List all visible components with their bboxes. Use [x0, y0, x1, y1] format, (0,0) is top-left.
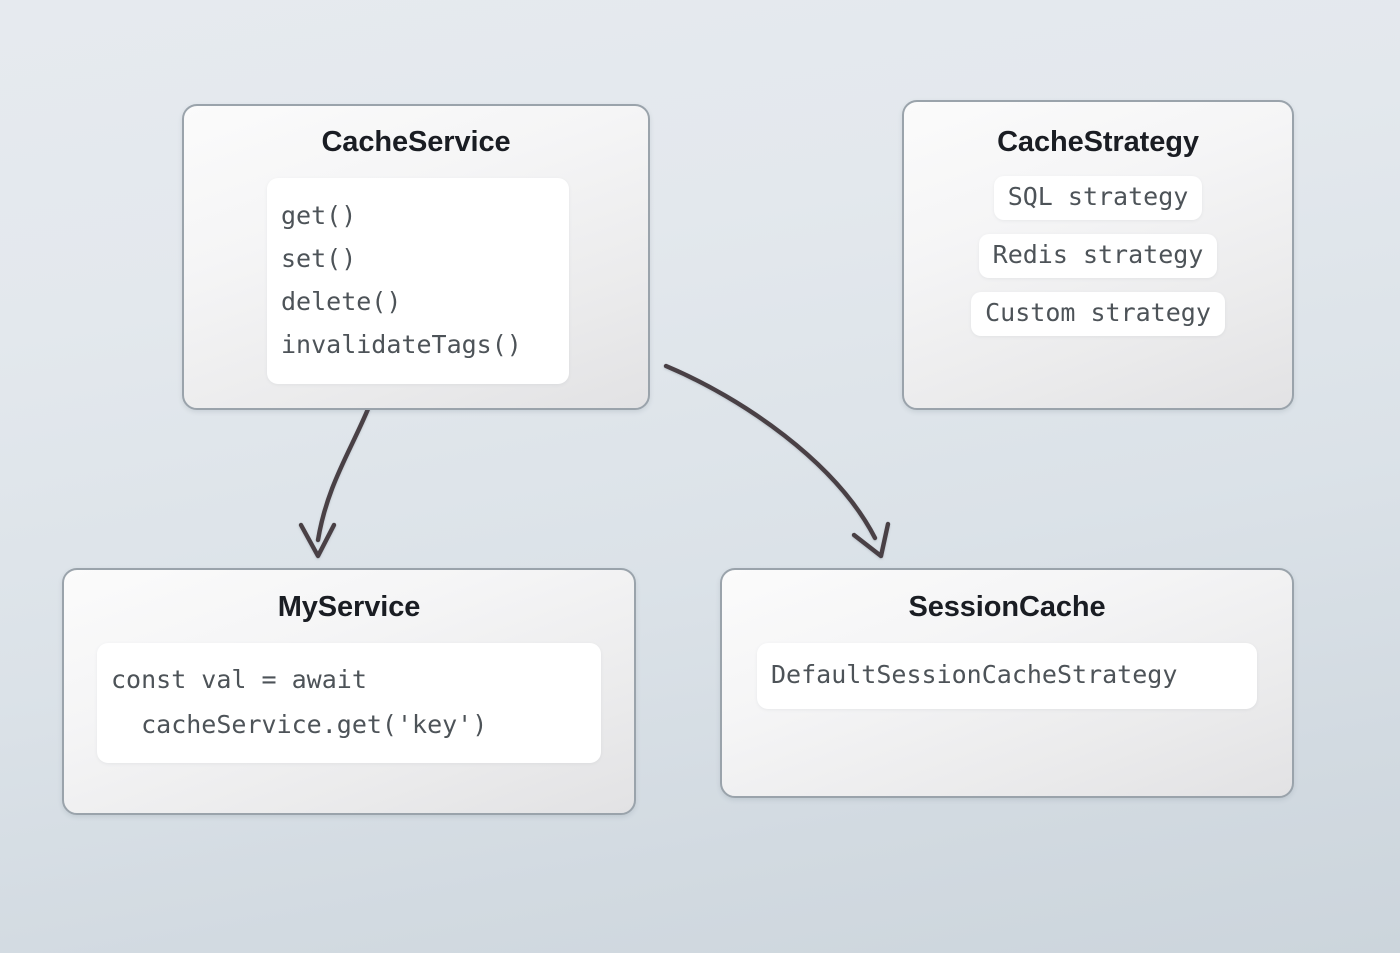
method-item: delete() — [281, 287, 402, 316]
strategy-item: SQL strategy — [993, 176, 1203, 220]
node-cache-service[interactable]: CacheService get() set() delete() invali… — [182, 104, 650, 410]
node-my-service[interactable]: MyService const val = await cacheService… — [62, 568, 636, 815]
strategy-item: Redis strategy — [978, 234, 1218, 278]
method-item: set() — [281, 244, 357, 273]
node-my-service-code-block: const val = await cacheService.get('key'… — [97, 643, 601, 763]
method-item: invalidateTags() — [281, 330, 522, 359]
connector-cache-service-to-session-cache — [663, 363, 891, 559]
node-cache-strategy-title: CacheStrategy — [997, 126, 1199, 158]
node-cache-service-method-list: get() set() delete() invalidateTags() — [267, 178, 569, 384]
node-session-cache-code-block: DefaultSessionCacheStrategy — [757, 643, 1257, 709]
node-cache-service-title: CacheService — [321, 126, 511, 158]
code-line: cacheService.get('key') — [111, 710, 488, 739]
node-cache-strategy[interactable]: CacheStrategy SQL strategy Redis strateg… — [902, 100, 1294, 410]
strategy-item: Custom strategy — [971, 292, 1225, 336]
node-session-cache-title: SessionCache — [908, 591, 1106, 623]
connector-cache-service-to-my-service — [298, 406, 371, 559]
code-line: const val = await — [111, 665, 367, 694]
node-my-service-title: MyService — [277, 591, 421, 623]
node-session-cache[interactable]: SessionCache DefaultSessionCacheStrategy — [720, 568, 1294, 798]
method-item: get() — [281, 201, 357, 230]
strategy-list: SQL strategy Redis strategy Custom strat… — [904, 176, 1292, 336]
code-line: DefaultSessionCacheStrategy — [771, 660, 1178, 689]
